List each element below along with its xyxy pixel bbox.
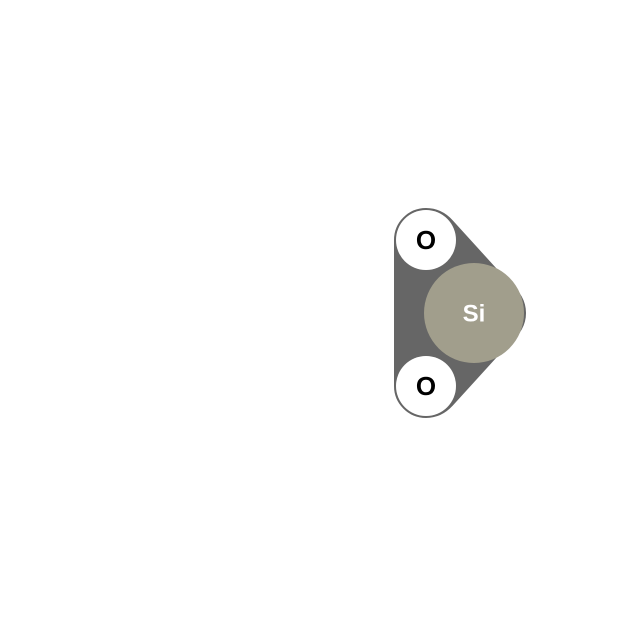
oxygen-top-circle [396,210,456,270]
atom-oxygen-top: O [396,210,456,270]
silicon-circle [424,263,524,363]
atom-silicon: Si [424,263,524,363]
oxygen-top-label: O [416,225,436,255]
silicon-label: Si [463,301,486,328]
atom-oxygen-bottom: O [396,356,456,416]
oxygen-bottom-label: O [416,371,436,401]
oxygen-bottom-circle [396,356,456,416]
